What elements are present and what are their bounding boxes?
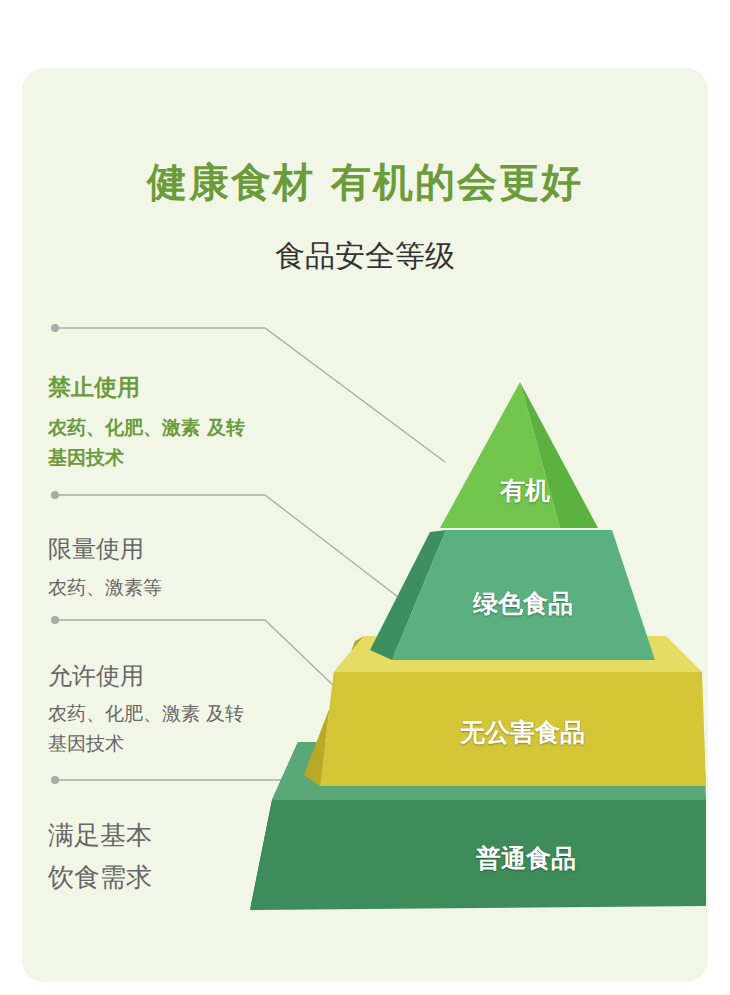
tier-label: 有机 (500, 474, 550, 507)
rule-heading: 限量使用 (48, 530, 288, 568)
rule-heading: 允许使用 (48, 657, 288, 695)
title: 健康食材 有机的会更好 (0, 155, 730, 210)
rule-heading: 禁止使用 (48, 369, 288, 406)
leader-dot (51, 324, 59, 332)
leader-dot (51, 776, 59, 784)
tier-face (334, 636, 702, 672)
rule-body: 农药、化肥、激素 及转基因技术 (48, 412, 263, 473)
leader-dot (51, 491, 59, 499)
tier-face (392, 530, 655, 660)
tier-label: 绿色食品 (473, 587, 573, 620)
subtitle: 食品安全等级 (0, 232, 730, 280)
rule-body: 农药、激素等 (48, 572, 288, 602)
tier-label: 无公害食品 (460, 716, 585, 749)
tier-face (320, 672, 706, 786)
leader-dot (51, 616, 59, 624)
tier-face (250, 800, 706, 910)
rule-body: 农药、化肥、激素 及转基因技术 (48, 698, 263, 759)
pyramid-tier: 绿色食品 (365, 525, 660, 665)
tier-label: 普通食品 (476, 842, 576, 875)
pyramid-tier: 有机 (430, 375, 610, 535)
tier-face (520, 382, 598, 528)
tier-face (272, 742, 706, 800)
rule-heading: 满足基本 饮食需求 (48, 815, 183, 898)
tier-shape (430, 375, 610, 535)
panel (22, 68, 708, 982)
leader-line (55, 779, 282, 780)
